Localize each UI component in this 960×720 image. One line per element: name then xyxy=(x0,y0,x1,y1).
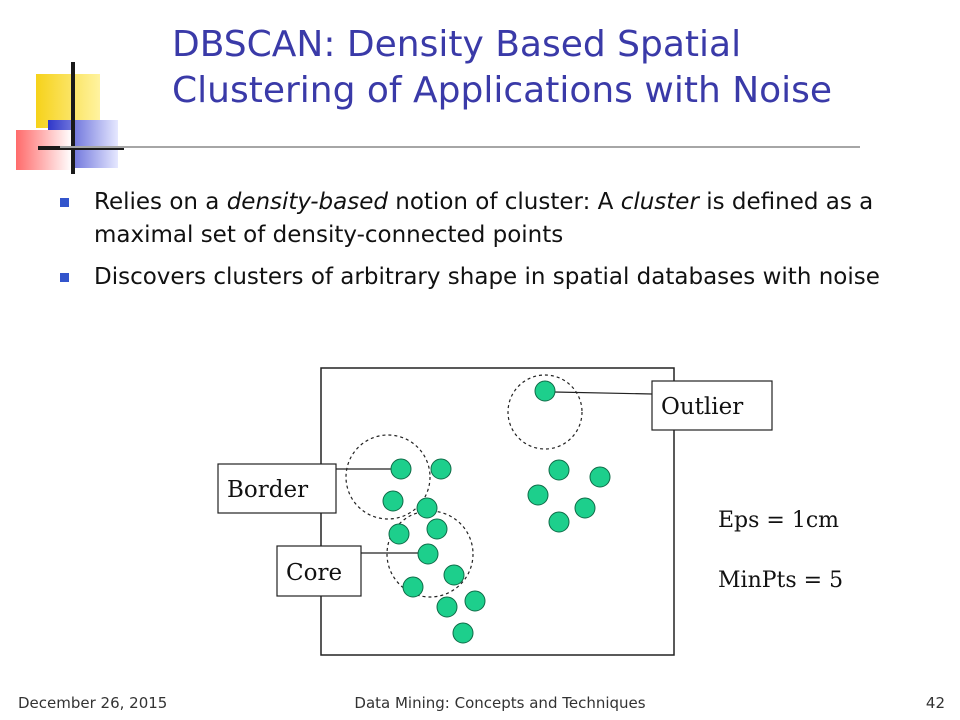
outlier-label-box xyxy=(651,380,773,431)
bullet-1-text-a: Relies on a xyxy=(94,189,227,215)
bullet-2-text: Discovers clusters of arbitrary shape in… xyxy=(94,264,880,290)
outlier-label-text: Outlier xyxy=(661,394,743,420)
bullet-1-text-b: notion of cluster: A xyxy=(387,189,621,215)
core-label: Core xyxy=(276,545,362,597)
data-point xyxy=(548,511,570,533)
bullet-list: Relies on a density-based notion of clus… xyxy=(60,186,920,303)
title-line-2: Clustering of Applications with Noise xyxy=(172,70,833,111)
data-point xyxy=(548,459,570,481)
data-point xyxy=(452,622,474,644)
diagram-frame xyxy=(320,367,675,656)
border-label-box xyxy=(217,463,337,514)
footer-course-title: Data Mining: Concepts and Techniques xyxy=(354,694,646,712)
data-point xyxy=(436,596,458,618)
data-point xyxy=(464,590,486,612)
slide-title: DBSCAN: Density Based Spatial Clustering… xyxy=(172,22,932,114)
data-point xyxy=(527,484,549,506)
data-point xyxy=(382,490,404,512)
data-point xyxy=(574,497,596,519)
bullet-square-icon xyxy=(60,198,69,207)
core-label-box xyxy=(276,545,362,597)
bullet-1-emphasis-cluster: cluster xyxy=(620,189,699,215)
footer-date: December 26, 2015 xyxy=(18,694,168,712)
border-label-text: Border xyxy=(227,477,308,503)
data-point xyxy=(388,523,410,545)
data-point xyxy=(417,543,439,565)
footer-page-number: 42 xyxy=(925,694,945,712)
bullet-square-icon xyxy=(60,273,69,282)
slide-logo-decoration xyxy=(16,62,124,174)
outlier-eps-circle xyxy=(507,374,583,450)
data-points-group xyxy=(382,380,611,644)
core-eps-circle xyxy=(386,510,474,598)
outlier-label: Outlier xyxy=(651,380,773,431)
eps-parameter: Eps = 1cm xyxy=(718,508,840,533)
core-label-text: Core xyxy=(286,560,342,586)
border-label: Border xyxy=(217,463,337,514)
outlier-connector-line xyxy=(553,391,653,395)
data-point xyxy=(589,466,611,488)
data-point xyxy=(443,564,465,586)
border-eps-circle xyxy=(345,434,431,520)
data-point xyxy=(416,497,438,519)
bullet-item-2: Discovers clusters of arbitrary shape in… xyxy=(60,261,920,294)
bullet-1-emphasis-density: density-based xyxy=(226,189,388,215)
minpts-parameter: MinPts = 5 xyxy=(718,568,844,593)
data-point xyxy=(402,576,424,598)
data-point xyxy=(430,458,452,480)
title-underline xyxy=(60,146,860,148)
data-point xyxy=(390,458,412,480)
data-point xyxy=(426,518,448,540)
bullet-1-text-c: is defined as a maximal set of density-c… xyxy=(94,189,874,248)
bullet-item-1: Relies on a density-based notion of clus… xyxy=(60,186,920,252)
title-line-1: DBSCAN: Density Based Spatial xyxy=(172,24,742,65)
outlier-point xyxy=(534,380,556,402)
